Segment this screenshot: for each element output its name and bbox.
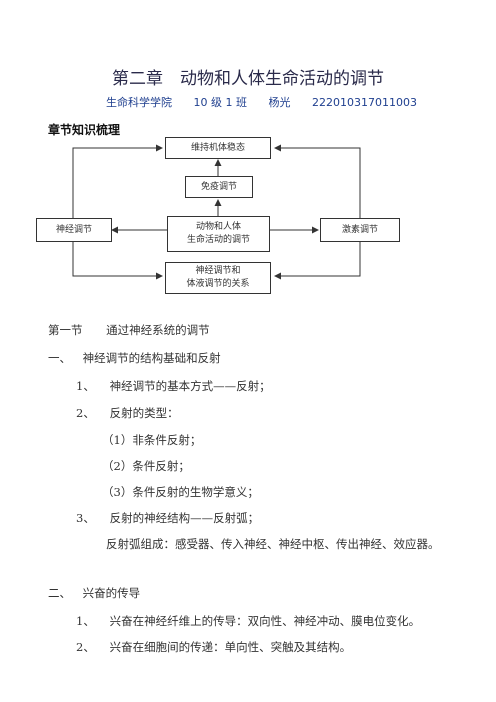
box-immune: 免疫调节	[185, 176, 253, 198]
list-item: 1、 神经调节的基本方式——反射；	[76, 378, 271, 394]
lesson-number: 第一节	[48, 323, 83, 337]
list-item: 1、 兴奋在神经纤维上的传导：双向性、神经冲动、膜电位变化。	[76, 613, 420, 629]
connector-nerve-to-relation	[72, 242, 163, 280]
relation-line-1: 神经调节和	[195, 266, 241, 277]
list-item-number: 2、	[76, 406, 95, 420]
list-item-text: 反射的类型：	[109, 406, 179, 420]
lesson-title: 通过神经系统的调节	[106, 323, 210, 337]
author-info: 生命科学学院 10 级 1 班 杨光 222010317011003	[106, 94, 435, 110]
list-item-text: 兴奋在细胞间的传递：单向性、突触及其结构。	[109, 640, 352, 654]
author-name: 杨光	[268, 96, 291, 109]
part2-title: 兴奋的传导	[82, 586, 141, 600]
box-stability: 维持机体稳态	[165, 137, 271, 159]
school-name: 生命科学学院	[106, 96, 172, 109]
section-heading: 章节知识梳理	[48, 123, 121, 137]
list-item-text: 兴奋在神经纤维上的传导：双向性、神经冲动、膜电位变化。	[109, 614, 421, 628]
lesson-heading: 第一节 通过神经系统的调节	[48, 322, 210, 338]
list-item-text: （2）条件反射；	[102, 459, 190, 473]
list-item-text: （3）条件反射的生物学意义；	[102, 485, 259, 499]
list-item: 2、 兴奋在细胞间的传递：单向性、突触及其结构。	[76, 639, 351, 655]
connector-nerve-to-stability	[72, 144, 163, 218]
list-item: 2、 反射的类型：	[76, 405, 179, 421]
relation-line-2: 体液调节的关系	[186, 279, 250, 289]
box-center: 动物和人体 生命活动的调节	[167, 216, 270, 252]
list-item-text: 神经调节的基本方式——反射；	[109, 379, 271, 393]
list-item: （3）条件反射的生物学意义；	[102, 484, 259, 500]
list-item: 反射弧组成：感受器、传入神经、神经中枢、传出神经、效应器。	[106, 536, 440, 552]
list-item: （1）非条件反射；	[102, 432, 201, 448]
list-item-number: 1、	[76, 379, 95, 393]
part1-number: 一、	[48, 351, 71, 365]
box-hormone: 激素调节	[320, 218, 400, 242]
part1-heading: 一、 神经调节的结构基础和反射	[48, 350, 221, 366]
list-item: 3、 反射的神经结构——反射弧；	[76, 510, 259, 526]
list-item-number: 2、	[76, 640, 95, 654]
center-line-1: 动物和人体	[195, 222, 241, 233]
connector-hormone-to-stability	[274, 144, 361, 218]
list-item-text: 反射的神经结构——反射弧；	[109, 511, 260, 525]
center-line-2: 生命活动的调节	[186, 235, 250, 245]
part2-heading: 二、 兴奋的传导	[48, 585, 140, 601]
box-nerve: 神经调节	[36, 218, 112, 242]
list-item-text: （1）非条件反射；	[102, 433, 202, 447]
list-item: （2）条件反射；	[102, 458, 190, 474]
connector-hormone-to-relation	[274, 242, 361, 280]
class-name: 10 级 1 班	[193, 96, 248, 109]
page-title: 第二章 动物和人体生命活动的调节	[112, 69, 384, 89]
box-relation: 神经调节和 体液调节的关系	[165, 262, 271, 294]
list-item-number: 3、	[76, 511, 95, 525]
student-id: 222010317011003	[312, 96, 417, 109]
part2-number: 二、	[48, 586, 71, 600]
list-item-text: 反射弧组成：感受器、传入神经、神经中枢、传出神经、效应器。	[106, 537, 440, 551]
part1-title: 神经调节的结构基础和反射	[82, 351, 221, 365]
list-item-number: 1、	[76, 614, 95, 628]
